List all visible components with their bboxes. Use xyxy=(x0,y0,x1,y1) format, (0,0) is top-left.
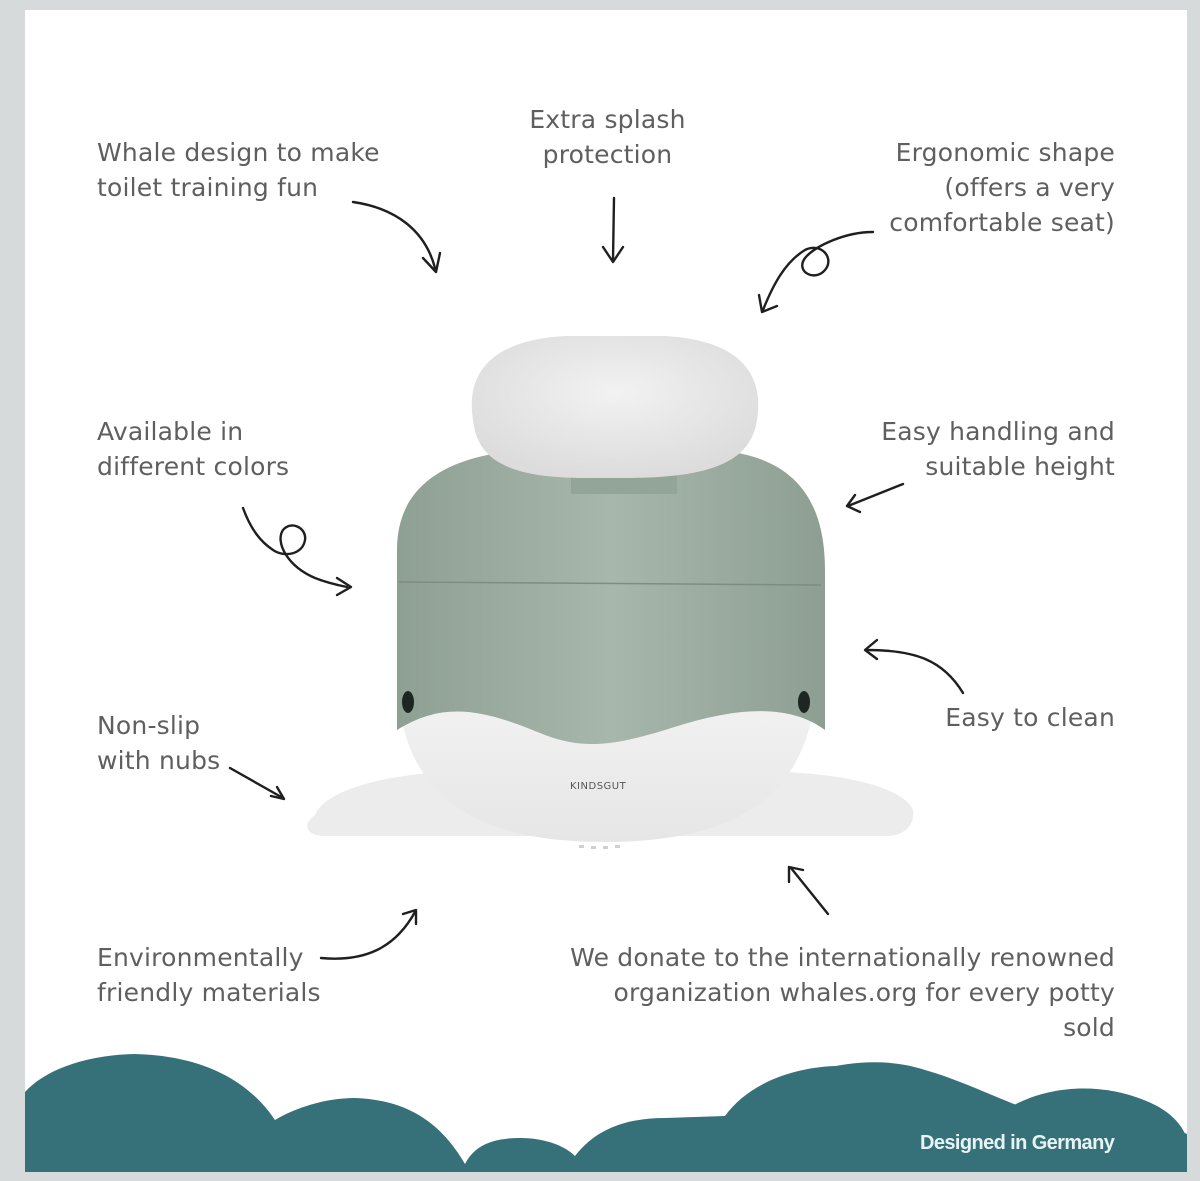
feature-colors: Available in different colors xyxy=(97,417,290,481)
arrow-ergonomic xyxy=(757,230,875,314)
feature-whale-design: Whale design to make toilet training fun xyxy=(97,138,380,202)
feature-eco-materials: Environmentally friendly materials xyxy=(97,943,321,1007)
right-eye xyxy=(798,691,810,713)
potty-body xyxy=(397,450,825,745)
arrow-handling xyxy=(845,482,905,514)
feature-splash-protection: Extra splash protection xyxy=(529,105,686,169)
product-illustration xyxy=(25,196,1187,1172)
arrow-non-slip xyxy=(228,766,286,801)
left-eye xyxy=(402,691,414,713)
brand-logo: KINDSGUT xyxy=(570,781,627,792)
feature-ergonomic-shape: Ergonomic shape (offers a very comfortab… xyxy=(889,138,1115,237)
arrow-whale-design xyxy=(351,200,442,274)
arrow-clean xyxy=(863,638,965,695)
non-slip-nubs xyxy=(579,845,620,849)
arrow-splash xyxy=(601,196,625,264)
infographic-panel: KINDSGUT Whale design to make toilet tra… xyxy=(25,10,1187,1172)
arrow-colors xyxy=(241,506,353,597)
feature-non-slip: Non-slip with nubs xyxy=(97,711,221,775)
feature-donation: We donate to the internationally renowne… xyxy=(570,943,1115,1042)
splash-guard xyxy=(471,336,759,478)
arrow-eco xyxy=(319,908,418,960)
feature-easy-handling: Easy handling and suitable height xyxy=(881,417,1115,481)
designed-in-germany: Designed in Germany xyxy=(920,1132,1115,1154)
feature-easy-clean: Easy to clean xyxy=(945,703,1115,732)
arrow-donate xyxy=(787,865,830,916)
